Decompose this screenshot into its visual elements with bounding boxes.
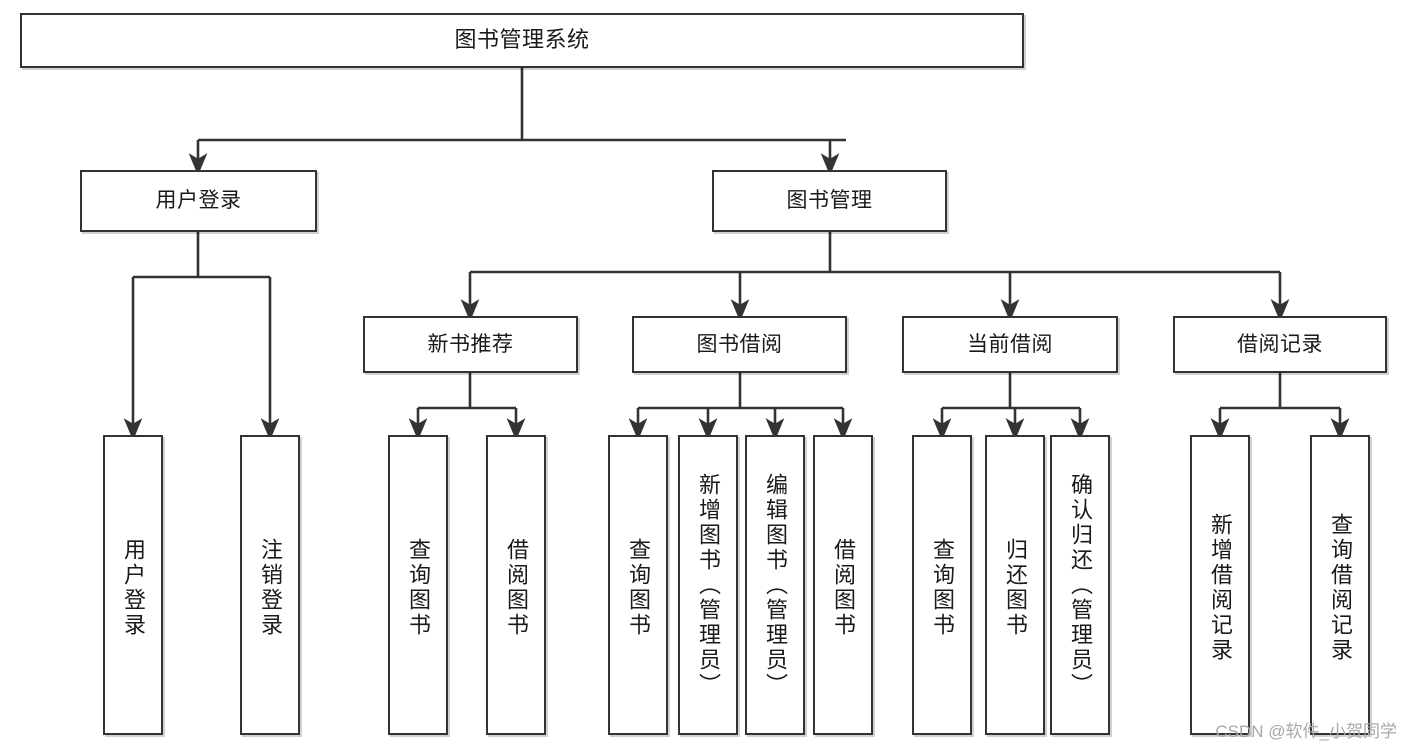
- node-book-borrow[interactable]: 图书借阅: [632, 316, 847, 373]
- leaf-add-record[interactable]: 新增借阅记录: [1190, 435, 1250, 735]
- leaf-confirm-return[interactable]: 确认归还（管理员）: [1050, 435, 1110, 735]
- leaf-query-book-3[interactable]: 查询图书: [912, 435, 972, 735]
- leaf-query-book-1[interactable]: 查询图书: [388, 435, 448, 735]
- node-book-manage[interactable]: 图书管理: [712, 170, 947, 232]
- leaf-borrow-book-1-label: 借阅图书: [504, 538, 529, 638]
- leaf-edit-book[interactable]: 编辑图书（管理员）: [745, 435, 805, 735]
- node-book-manage-label: 图书管理: [786, 189, 873, 213]
- leaf-borrow-book-1[interactable]: 借阅图书: [486, 435, 546, 735]
- node-current-borrow[interactable]: 当前借阅: [902, 316, 1118, 373]
- leaf-query-record[interactable]: 查询借阅记录: [1310, 435, 1370, 735]
- leaf-add-book[interactable]: 新增图书（管理员）: [678, 435, 738, 735]
- node-borrow-record-label: 借阅记录: [1237, 332, 1323, 356]
- leaf-query-book-1-label: 查询图书: [406, 538, 431, 638]
- node-borrow-record[interactable]: 借阅记录: [1173, 316, 1387, 373]
- node-user-login[interactable]: 用户登录: [80, 170, 317, 232]
- leaf-return-book[interactable]: 归还图书: [985, 435, 1045, 735]
- leaf-query-book-2[interactable]: 查询图书: [608, 435, 668, 735]
- node-root-label: 图书管理系统: [454, 27, 590, 53]
- node-new-book-recommend[interactable]: 新书推荐: [363, 316, 578, 373]
- node-book-borrow-label: 图书借阅: [696, 332, 783, 356]
- leaf-borrow-book-2-label: 借阅图书: [831, 538, 856, 638]
- leaf-edit-book-label: 编辑图书（管理员）: [763, 472, 788, 698]
- leaf-logout-login-label: 注销登录: [258, 538, 283, 638]
- leaf-borrow-book-2[interactable]: 借阅图书: [813, 435, 873, 735]
- node-root[interactable]: 图书管理系统: [20, 13, 1024, 68]
- node-user-login-label: 用户登录: [155, 189, 242, 213]
- leaf-query-record-label: 查询借阅记录: [1328, 513, 1353, 663]
- leaf-add-book-label: 新增图书（管理员）: [696, 472, 721, 698]
- leaf-user-login[interactable]: 用户登录: [103, 435, 163, 735]
- leaf-query-book-3-label: 查询图书: [930, 538, 955, 638]
- node-current-borrow-label: 当前借阅: [967, 332, 1053, 356]
- node-new-book-recommend-label: 新书推荐: [427, 332, 514, 356]
- leaf-logout-login[interactable]: 注销登录: [240, 435, 300, 735]
- leaf-return-book-label: 归还图书: [1003, 538, 1028, 638]
- csdn-watermark: CSDN @软件_小贺同学: [1215, 722, 1397, 741]
- leaf-confirm-return-label: 确认归还（管理员）: [1068, 472, 1093, 698]
- leaf-query-book-2-label: 查询图书: [626, 538, 651, 638]
- leaf-add-record-label: 新增借阅记录: [1208, 513, 1233, 663]
- leaf-user-login-label: 用户登录: [121, 538, 146, 638]
